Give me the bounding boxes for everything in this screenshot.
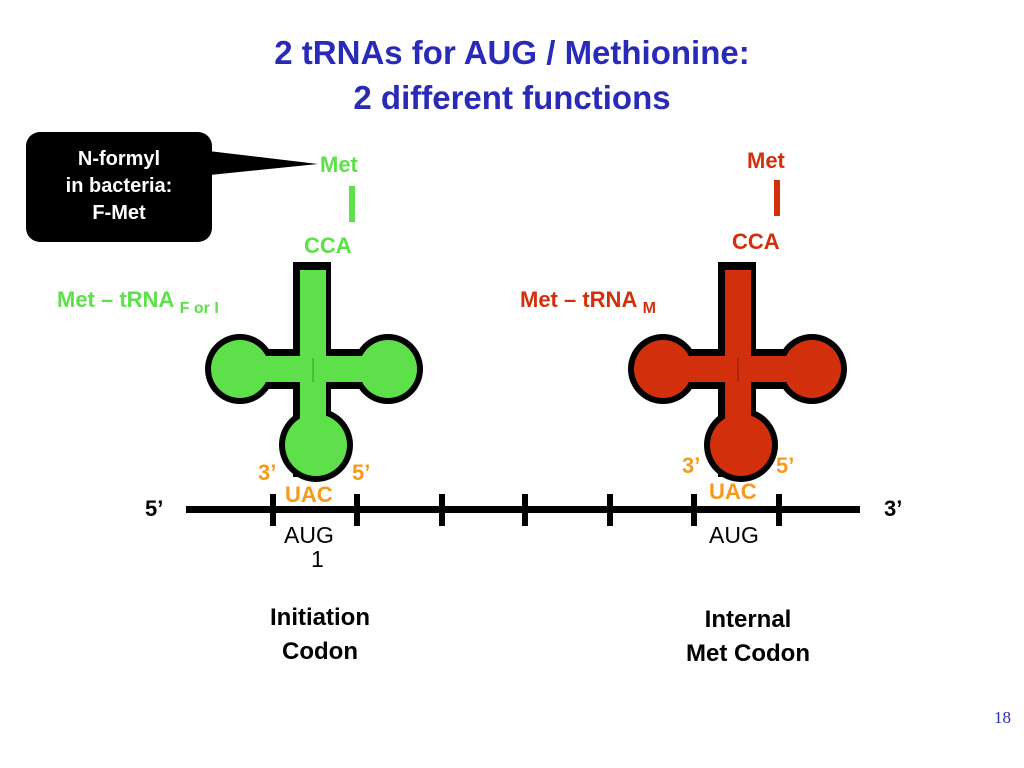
internal-trna-subscript: M (642, 300, 656, 317)
initiation-caption-line2: Codon (282, 638, 358, 665)
initiator-anticodon-label: UAC (285, 482, 333, 507)
callout-line3: F-Met (92, 202, 146, 224)
codon2-label: AUG (709, 522, 759, 548)
callout-box: N-formyl in bacteria: F-Met (26, 132, 212, 242)
red-bond-line (774, 180, 780, 216)
page-number: 18 (994, 708, 1011, 727)
green-bond-line (349, 186, 355, 222)
initiator-amino-acid-label: Met (320, 152, 358, 177)
mrna-strand (186, 494, 860, 526)
initiator-trna-name-text: Met – tRNA (57, 287, 174, 312)
callout-pointer (200, 150, 318, 176)
initiator-trna-name: Met – tRNA F or I (57, 287, 219, 317)
initiator-5prime-label: 5’ (352, 460, 371, 485)
internal-caption-line1: Internal (704, 606, 792, 633)
internal-acceptor-label: CCA (732, 229, 780, 254)
internal-3prime-label: 3’ (682, 453, 701, 478)
internal-trna-name: Met – tRNA M (520, 287, 656, 317)
codon1-number: 1 (311, 546, 324, 572)
slide-title-line2: 2 different functions (353, 79, 671, 116)
initiation-caption: Initiation Codon (220, 601, 420, 669)
internal-anticodon-label: UAC (709, 479, 757, 504)
internal-caption: Internal Met Codon (638, 603, 858, 671)
initiator-trna-subscript: F or I (179, 300, 219, 317)
codon1-label: AUG (284, 522, 334, 548)
internal-5prime-label: 5’ (776, 453, 795, 478)
initiation-caption-line1: Initiation (270, 604, 370, 631)
callout-line1: N-formyl (77, 148, 161, 170)
mrna-5prime-label: 5’ (145, 496, 164, 521)
callout-line2: in bacteria: (65, 175, 173, 197)
internal-caption-line2: Met Codon (686, 640, 810, 667)
slide-title-line1: 2 tRNAs for AUG / Methionine: (274, 34, 750, 71)
initiator-3prime-label: 3’ (258, 460, 277, 485)
internal-trna-name-text: Met – tRNA (520, 287, 637, 312)
trna-internal-shape (628, 262, 847, 482)
mrna-3prime-label: 3’ (884, 496, 903, 521)
trna-initiator-shape (205, 262, 423, 482)
initiator-acceptor-label: CCA (304, 233, 352, 258)
internal-amino-acid-label: Met (747, 148, 785, 173)
